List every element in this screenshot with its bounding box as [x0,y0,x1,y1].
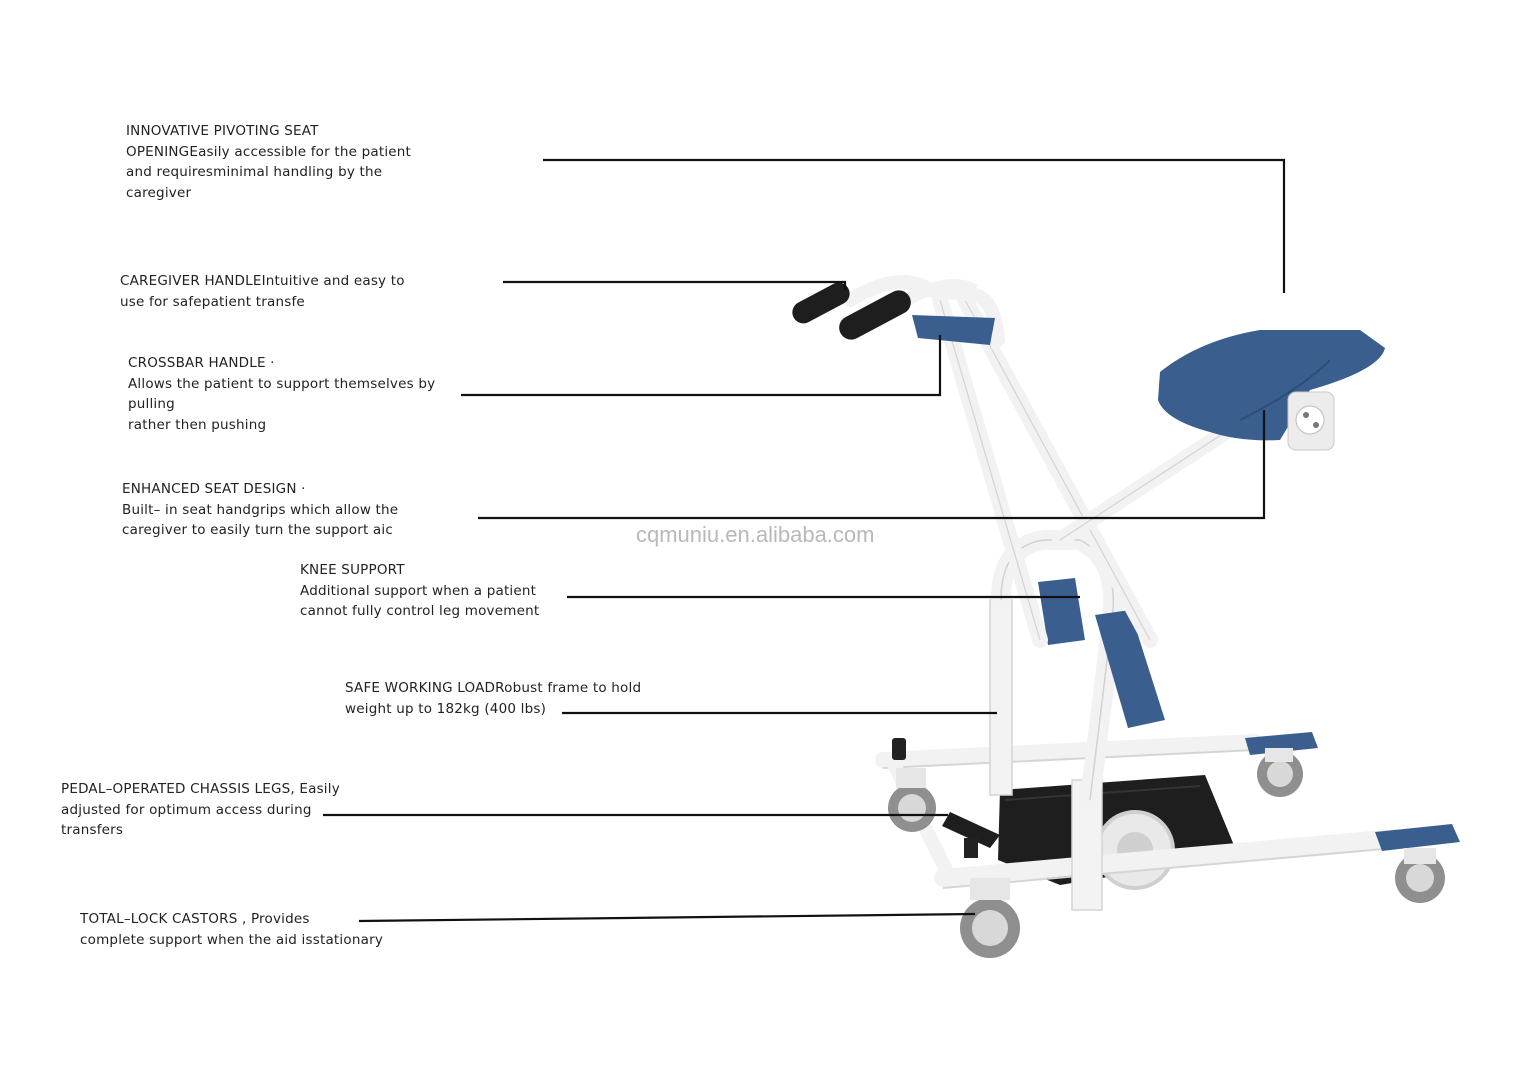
callout-line: INNOVATIVE PIVOTING SEAT [126,123,319,139]
main-post [989,599,1013,796]
leader-caregiver-handle [503,280,847,290]
callout-line: CROSSBAR HANDLE · [128,355,275,371]
callout-line: ENHANCED SEAT DESIGN · [122,481,306,497]
knee-pad [1038,578,1085,645]
callout-line: weight up to 182kg (400 lbs) [345,700,547,717]
callout-line: caregiver to easily turn the support aic [122,522,393,538]
castor-front-left [960,878,1020,958]
callout-line: and requiresminimal handling by the [126,164,383,180]
leader-seat-design [478,410,1266,520]
callout-line: KNEE SUPPORT [300,562,405,578]
crossbar-pad [912,315,995,345]
callout-seat-design: ENHANCED SEAT DESIGN · Built– in seat ha… [122,479,398,541]
castor-rear-right [1257,748,1303,797]
callout-line: pulling [128,396,175,412]
pivoting-seat [1158,330,1385,441]
callout-line: rather then pushing [128,416,267,433]
leader-crossbar-handle [461,335,942,397]
leader-castors [358,912,976,923]
callout-line: use for safepatient transfe [120,293,305,310]
transfer-aid-illustration [792,275,1460,958]
callout-line: PEDAL–OPERATED CHASSIS LEGS, Easily [61,781,340,797]
callout-caregiver-handle: CAREGIVER HANDLEIntuitive and easy to us… [120,271,405,312]
callout-line: TOTAL–LOCK CASTORS , Provides [80,911,310,927]
knee-pad-lower [1095,610,1165,728]
leader-lines [323,158,1286,923]
callout-line: Additional support when a patient [300,582,537,599]
callout-crossbar-handle: CROSSBAR HANDLE · Allows the patient to … [128,353,435,435]
callout-line: adjusted for optimum access during [61,801,312,818]
pedal [942,812,1000,848]
chassis-leg-rear [875,734,1263,768]
foot-pad-rear [1245,732,1318,755]
leader-pivoting-seat [543,158,1286,293]
foot-pad-front [1375,824,1460,851]
callout-knee-support: KNEE SUPPORT Additional support when a p… [300,560,539,622]
callout-chassis-legs: PEDAL–OPERATED CHASSIS LEGS, Easily adju… [61,779,340,841]
callout-line: CAREGIVER HANDLEIntuitive and easy to [120,273,405,289]
callout-line: transfers [61,822,124,838]
seat-pivot [1287,391,1335,451]
callout-line: complete support when the aid isstationa… [80,931,384,948]
callout-pivoting-seat: INNOVATIVE PIVOTING SEAT OPENINGEasily a… [126,121,411,203]
callout-line: Allows the patient to support themselves… [128,375,436,392]
callout-working-load: SAFE WORKING LOADRobust frame to hold we… [345,678,641,719]
callout-line: Built– in seat handgrips which allow the [122,501,399,518]
chassis-leg-front [934,829,1404,887]
watermark: cqmuniu.en.alibaba.com [636,522,875,547]
grip-left [792,282,850,324]
callout-line: SAFE WORKING LOADRobust frame to hold [345,680,642,696]
callout-line: OPENINGEasily accessible for the patient [126,143,412,160]
callout-line: cannot fully control leg movement [300,603,540,619]
callout-castors: TOTAL–LOCK CASTORS , Provides complete s… [80,909,383,950]
castor-front-right [1395,848,1445,903]
callout-line: caregiver [126,184,192,201]
grip-right [839,290,911,340]
